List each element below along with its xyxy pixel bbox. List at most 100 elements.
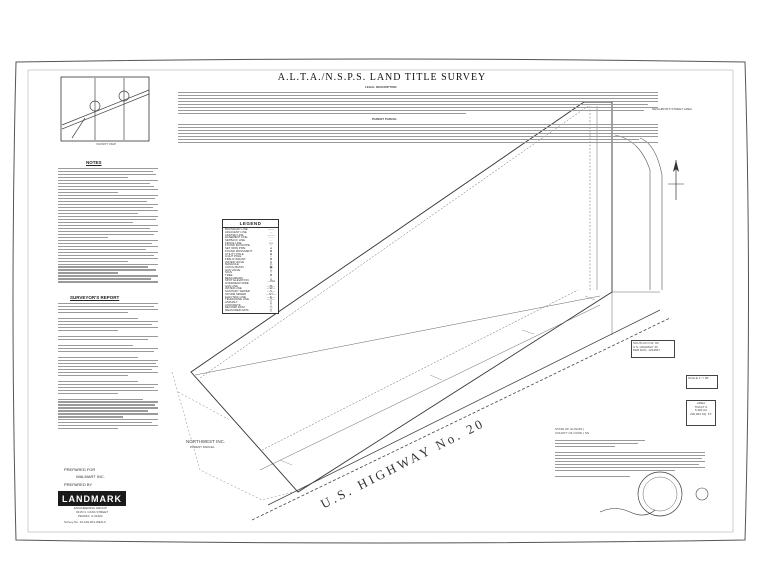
legend-row: ADJACENT LINE - - [223,230,278,235]
vicinity-map-roads [61,78,150,140]
area-box-line2: TRACT A [694,404,708,409]
surveyor-report-text [58,303,158,468]
legend-row-label: LIGHT POLE [225,254,242,259]
sheet-border [12,58,749,544]
adjacent-parcel [171,371,293,501]
legend-row-label: BOUNDARY LINE [225,227,248,232]
legend-row-label: MANHOLE [225,262,239,267]
legend-row: FIRE HYDRANT ⊗ [223,256,278,261]
legend-row-symbol: △ [269,275,273,280]
vicinity-map-frame [60,76,150,142]
legal-description-heading: LEGAL DESCRIPTION [365,85,397,89]
area-box-line4: 230,964 SQ. FT. [690,411,712,416]
area-box-line1: AREA [696,401,706,405]
legend-row-symbol: ✻ [269,273,273,278]
survey-number: Survey No. 16-100-001-WEN-0 [64,520,106,524]
legend-row-symbol: —S— [266,289,275,294]
legend-row-symbol: —— [268,227,274,232]
legend-row-symbol: ◎ [269,262,273,267]
legend-row-symbol: ○ [270,243,272,248]
legend-row-label: FENCE LINE [225,240,242,245]
legend-row-symbol: ☼ [269,254,273,259]
highway-lines [251,309,671,521]
info-box-line3: PER DOC. 1234567 [633,348,661,353]
info-box-line1: SOUTH R.O.W. OF [633,341,659,345]
legend-row-symbol: ● [270,246,272,251]
legend-row: OVERHEAD WIRE —OH— [223,279,278,288]
legend-row: EASEMENT LINE- - - [223,235,278,239]
neighbor-label: NEIGHBOR'S STREET AREA [652,107,693,111]
legend-row-symbol: —G— [266,283,276,288]
legend-row: FENCE LINE x x [223,240,278,245]
legend-row-label: SET IRON PIPE [225,246,246,251]
legend-row: WATER VALVE⊙ [223,259,278,264]
legend-row-label: OVERHEAD WIRE [225,281,249,286]
prepared-by-label: PREPARED BY [64,482,93,487]
north-arrow-icon [668,160,684,200]
legend-row-symbol: —OH— [267,279,275,288]
legend-row: CATCH BASIN▣ [223,265,278,269]
legend-row-label: ADJACENT LINE [225,230,247,235]
legend-row-symbol: - - [269,230,273,235]
legend-row-symbol: ( ) [269,305,273,310]
legend-row-label: FOUND MONUMENT [225,248,253,253]
legend-row-label: ASPHALT [225,299,238,304]
legend-row-label: RECORD DATA [225,305,245,310]
document-title: A.L.T.A./N.S.P.S. LAND TITLE SURVEY [277,72,487,83]
firm-seal-icon [695,487,709,501]
firm-line1: ENGINEERING GROUP [74,506,107,510]
legend-row: BENCHMARK △ [223,275,278,280]
legend-row: SIGN⊤ [223,270,278,275]
legend-row-symbol: —ST— [266,291,276,296]
firm-line2: 3315 N. CASS STREET [76,510,109,514]
legend-row: TREE ✻ [223,273,278,278]
legend-row: LIGHT POLE ☼ [223,254,278,259]
legend-row-symbol: —W— [266,286,276,291]
info-box-line2: U.S. HIGHWAY 20 [633,344,658,349]
legend-row: CENTER LINE—·— [223,232,278,237]
notes-text [58,168,158,286]
legend-row: CONCRETE░ [223,302,278,307]
legend-row-label: STORM SEWER [225,291,247,296]
legal-description-text [178,92,658,116]
parcel-boundary [190,101,613,493]
legend-row-symbol: —·— [267,232,275,237]
owner-label: NORTHWEST INC. [186,439,226,444]
legend-row-symbol: x x [269,240,273,245]
legend-row-symbol: [ ] [269,307,273,312]
legend-row-label: SPOT ELEVATION [225,278,249,283]
legend-row-label: TREE [225,273,233,278]
legend-row-label: FIRE HYDRANT [225,256,246,261]
legend-row-label: WATER VALVE [225,259,245,264]
legend-row-symbol: ⊠ [269,248,273,253]
firm-logo: LANDMARK [58,491,126,506]
legend-row: RECORD DATA ( ) [223,305,278,310]
legend-row-label: SANITARY SEWER [225,289,250,294]
certification-text [555,440,705,480]
legend-rows: BOUNDARY LINE —— ADJACENT LINE - -CENTER LI… [223,227,278,312]
legend-row-label: GAS VALVE [225,267,241,272]
legend-row-label: SIGN [225,270,232,275]
right-curve [614,134,663,290]
legend-row-symbol: ⊕ [269,251,273,256]
legend-row-symbol: ··· [269,238,273,243]
legend-row-label: ELECTRIC LINE [225,294,246,299]
legend-row-symbol: ░ [269,302,273,307]
legend-row: UTILITY POLE⊕ [223,251,278,256]
legend-row-label: FOUND IRON PIPE [225,243,250,248]
legend-row-symbol: —T— [267,297,275,302]
parent-parcel-heading: PARENT PARCEL [372,117,398,121]
legend-title: LEGEND [223,220,278,228]
legend-row-label: BENCHMARK [225,275,243,280]
legend-row-label: GAS LINE [225,283,238,288]
dimension-ticks [279,295,596,466]
legend-row: SET IRON PIPE ● [223,246,278,251]
county-label: COUNTY OF COOK ) SS [555,431,589,435]
surveyor-seal-icon [637,471,683,517]
legend-row: WATER LINE—W— [223,286,278,291]
owner-sub: PARENT PARCEL [190,445,215,449]
inner-border [27,69,734,533]
legend-row: GAS VALVE◇ [223,267,278,272]
legend-row-symbol: ⊗ [269,256,273,261]
firm-line3: PEORIA, IL 61604 [78,514,103,518]
